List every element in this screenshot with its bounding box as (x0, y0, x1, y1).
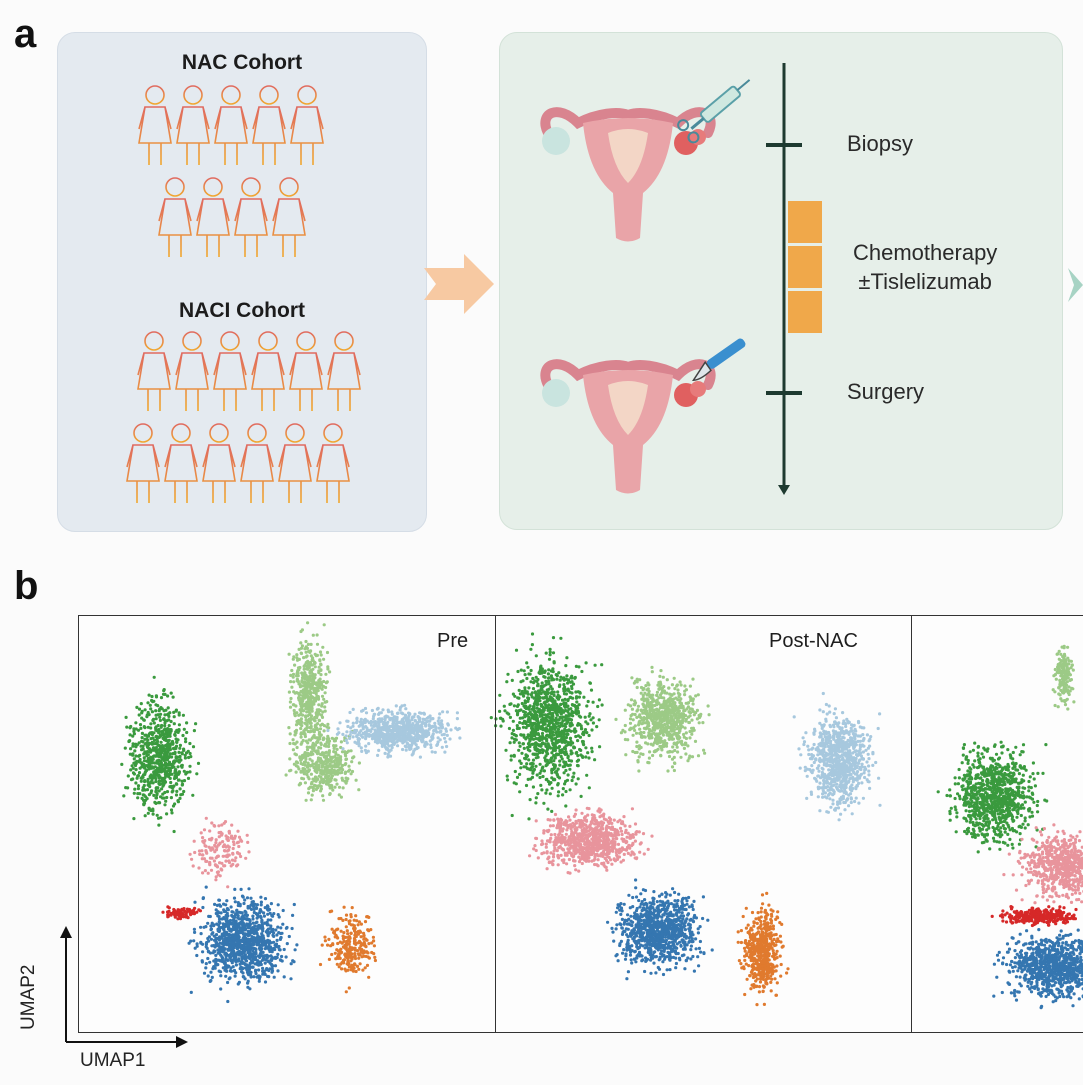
patient-figures (126, 85, 361, 503)
patient-icon (251, 331, 285, 411)
umap-cluster (188, 816, 251, 889)
patient-icon (289, 331, 323, 411)
naci-cohort-title: NACI Cohort (179, 299, 305, 322)
umap-cluster (614, 665, 711, 773)
umap-scatter (120, 621, 1083, 1010)
patient-icon (234, 177, 268, 257)
scalpel-icon (692, 338, 746, 381)
step-biopsy: Biopsy (847, 131, 914, 156)
umap-axis-indicator (60, 926, 188, 1048)
patient-icon (158, 177, 192, 257)
panel-letter-b: b (14, 564, 39, 608)
umap-cluster (736, 891, 790, 1007)
umap-cluster (1002, 823, 1083, 905)
patient-icon (272, 177, 306, 257)
umap-cluster (606, 878, 714, 981)
panel-divider (495, 616, 496, 1032)
patient-icon (176, 85, 210, 165)
umap-cluster (1051, 644, 1076, 711)
patient-icon (327, 331, 361, 411)
umap-figure: Pre Post-NAC (78, 615, 1083, 1033)
patient-icon (213, 331, 247, 411)
umap-cluster (187, 885, 299, 1004)
umap-cluster (489, 632, 604, 821)
umap-title-pre: Pre (437, 630, 469, 652)
cohort-box: NAC Cohort NACI Cohort (57, 32, 427, 532)
patient-icon (126, 423, 160, 503)
flow-arrow-icon (1068, 268, 1083, 302)
patient-icon (240, 423, 274, 503)
umap-cluster (792, 691, 882, 822)
panel-letter-a: a (14, 12, 37, 56)
patient-icon (202, 423, 236, 503)
patient-icon (175, 331, 209, 411)
umap-xlabel: UMAP1 (80, 1050, 146, 1071)
step-surgery: Surgery (847, 379, 925, 404)
nac-cohort-title: NAC Cohort (181, 51, 303, 74)
patient-icon (138, 85, 172, 165)
patient-icon (278, 423, 312, 503)
umap-cluster (284, 725, 361, 802)
step-chemotherapy: Chemotherapy ±Tislelizumab (853, 240, 998, 294)
patient-icon (290, 85, 324, 165)
umap-cluster (287, 621, 332, 765)
uterus-icon (540, 107, 716, 242)
patient-icon (252, 85, 286, 165)
chemo-cycles (788, 201, 822, 333)
umap-cluster (326, 703, 462, 759)
umap-ylabel: UMAP2 (18, 964, 39, 1030)
patient-icon (164, 423, 198, 503)
patient-icon (137, 331, 171, 411)
umap-cluster (528, 806, 654, 875)
patient-icon (214, 85, 248, 165)
patient-icon (196, 177, 230, 257)
umap-cluster (318, 905, 377, 994)
umap-cluster (120, 675, 201, 834)
umap-cluster (936, 740, 1049, 854)
panel-divider (911, 616, 912, 1032)
umap-cluster (992, 928, 1083, 1010)
umap-cluster (990, 905, 1078, 928)
timeline-box: Biopsy Chemotherapy ±Tislelizumab Surger… (499, 32, 1063, 530)
syringe-icon (677, 79, 751, 144)
patient-icon (316, 423, 350, 503)
umap-title-post-nac: Post-NAC (769, 630, 858, 652)
umap-cluster (161, 905, 202, 921)
uterus-icon (540, 359, 716, 494)
flow-arrow-icon (424, 254, 494, 314)
